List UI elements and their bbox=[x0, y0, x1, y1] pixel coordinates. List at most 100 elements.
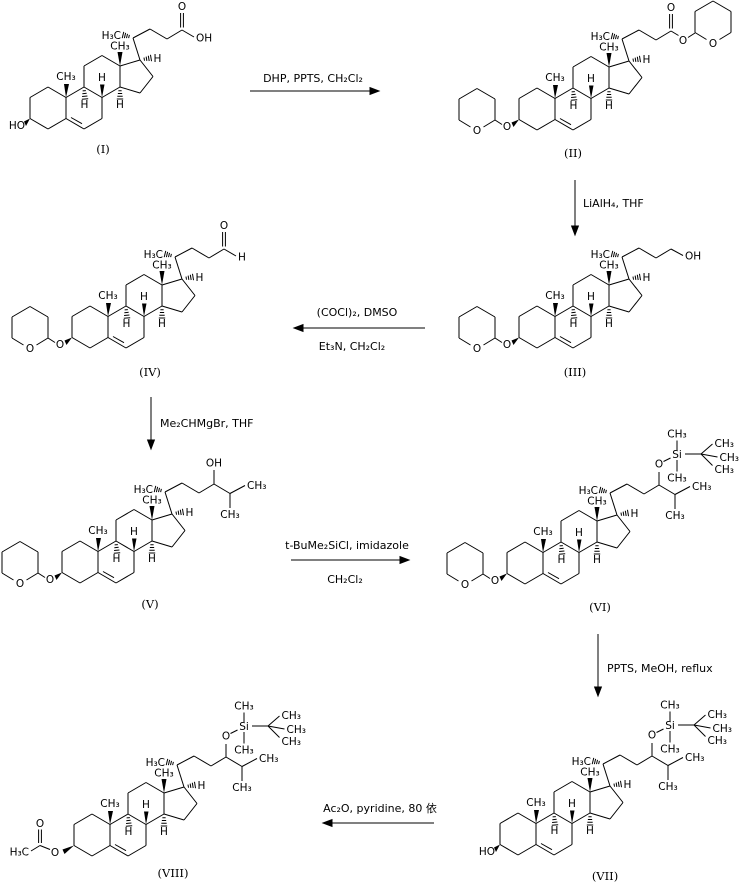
hash-bond-tick bbox=[153, 485, 157, 493]
bond-line bbox=[518, 87, 538, 99]
hash-bond-tick bbox=[638, 55, 642, 63]
bond-line bbox=[559, 336, 572, 344]
wedge-bond bbox=[159, 271, 165, 285]
hash-bond-tick bbox=[185, 276, 188, 280]
bond-line bbox=[47, 337, 56, 343]
hash-bond-tick bbox=[125, 825, 133, 827]
arrow-step-2: LiAlH₄, THF bbox=[570, 180, 644, 237]
hash-bond-tick bbox=[612, 251, 616, 258]
atom-label-h: H bbox=[558, 554, 566, 566]
bond-line bbox=[499, 844, 519, 856]
bond-line bbox=[47, 118, 67, 130]
bond-line bbox=[609, 483, 628, 494]
bond-line bbox=[667, 757, 684, 766]
bond-line bbox=[554, 119, 574, 131]
bond-line bbox=[267, 725, 285, 730]
wedge-bond bbox=[606, 271, 612, 285]
hash-bond-tick bbox=[191, 273, 195, 281]
reagents-step-2: LiAlH₄, THF bbox=[583, 197, 644, 210]
bond-line bbox=[241, 758, 258, 767]
bond-line bbox=[181, 278, 196, 296]
bond-line bbox=[145, 782, 165, 794]
atom-label-ch3: CH₃ bbox=[667, 429, 686, 441]
arrow-step-4: Me₂CHMgBr, THF bbox=[146, 397, 253, 451]
wedge-bond bbox=[24, 118, 30, 126]
atom-label-h: H bbox=[593, 554, 601, 566]
bond-line bbox=[554, 305, 574, 317]
atom-label-ch3: CH₃ bbox=[110, 41, 129, 53]
bond-line bbox=[143, 274, 163, 286]
bond-line bbox=[65, 118, 85, 130]
wedge-bond bbox=[108, 811, 113, 825]
bond-line bbox=[554, 337, 574, 349]
bond-line bbox=[608, 87, 630, 95]
atom-label-h: H bbox=[98, 72, 106, 84]
reagents-step-6: PPTS, MeOH, reflux bbox=[607, 662, 713, 675]
bond-line bbox=[506, 541, 526, 553]
bond-line bbox=[578, 541, 598, 553]
bond-line bbox=[139, 59, 154, 77]
bond-line bbox=[37, 572, 46, 578]
bond-line bbox=[163, 813, 185, 821]
arrowhead-right-icon bbox=[369, 86, 381, 96]
hash-bond-tick bbox=[634, 57, 637, 62]
hash-bond-tick bbox=[191, 782, 194, 789]
hash-bond-tick bbox=[620, 512, 623, 516]
atom-label-o: O bbox=[36, 818, 44, 830]
atom-label-h: H bbox=[113, 553, 121, 565]
bond-line bbox=[658, 484, 676, 495]
compound-label-II: (II) bbox=[564, 146, 582, 160]
hash-bond-tick bbox=[165, 758, 169, 766]
bond-line bbox=[164, 491, 173, 515]
bond-line bbox=[589, 785, 611, 793]
bond-line bbox=[609, 802, 624, 820]
bond-line bbox=[115, 572, 135, 584]
bond-line bbox=[712, 0, 732, 12]
bond-line bbox=[125, 274, 145, 286]
arrowhead-down-icon bbox=[146, 439, 156, 451]
hash-bond-tick bbox=[619, 780, 623, 788]
atom-label-ch3: CH₃ bbox=[713, 723, 732, 735]
bond-line bbox=[628, 295, 643, 313]
hash-bond-tick bbox=[570, 99, 578, 101]
atom-label-o: O bbox=[178, 1, 186, 13]
bond-line bbox=[674, 486, 691, 495]
atom-label-h: H bbox=[643, 54, 651, 66]
hash-bond-tick bbox=[593, 758, 597, 765]
bond-line bbox=[693, 714, 706, 726]
bond-line bbox=[223, 248, 237, 257]
wedge-bond bbox=[142, 303, 147, 317]
atom-label-ch3: CH₃ bbox=[667, 473, 686, 485]
bond-line bbox=[102, 571, 115, 579]
bond-line bbox=[446, 542, 466, 554]
atom-label-o: O bbox=[461, 579, 469, 591]
bond-line bbox=[174, 256, 183, 280]
bond-line bbox=[483, 119, 496, 128]
bond-line bbox=[458, 306, 478, 318]
hash-bond-tick bbox=[169, 760, 173, 766]
hash-bond-tick bbox=[598, 760, 600, 765]
bond-line bbox=[161, 278, 183, 286]
wedge-bond bbox=[594, 507, 600, 521]
hash-bond-tick bbox=[602, 488, 606, 494]
bond-line bbox=[571, 781, 591, 793]
bond-line bbox=[91, 845, 111, 857]
bond-line bbox=[19, 541, 39, 553]
bond-line bbox=[65, 86, 85, 98]
atom-label-ch3: CH₃ bbox=[526, 797, 545, 809]
bond-line bbox=[553, 844, 573, 856]
bond-line bbox=[176, 755, 195, 766]
bond-line bbox=[83, 86, 103, 98]
atom-label-oh: OH bbox=[196, 33, 212, 45]
atom-label-h3c: H₃C bbox=[572, 756, 591, 768]
atom-label-ch3: CH₃ bbox=[545, 72, 564, 84]
bond-line bbox=[101, 55, 121, 67]
arrow-step-5: t-BuMe₂SiCl, imidazole CH₂Cl₂ bbox=[285, 539, 411, 586]
atom-label-h: H bbox=[570, 318, 578, 330]
atom-label-o: O bbox=[655, 459, 663, 471]
bond-line bbox=[572, 337, 592, 349]
